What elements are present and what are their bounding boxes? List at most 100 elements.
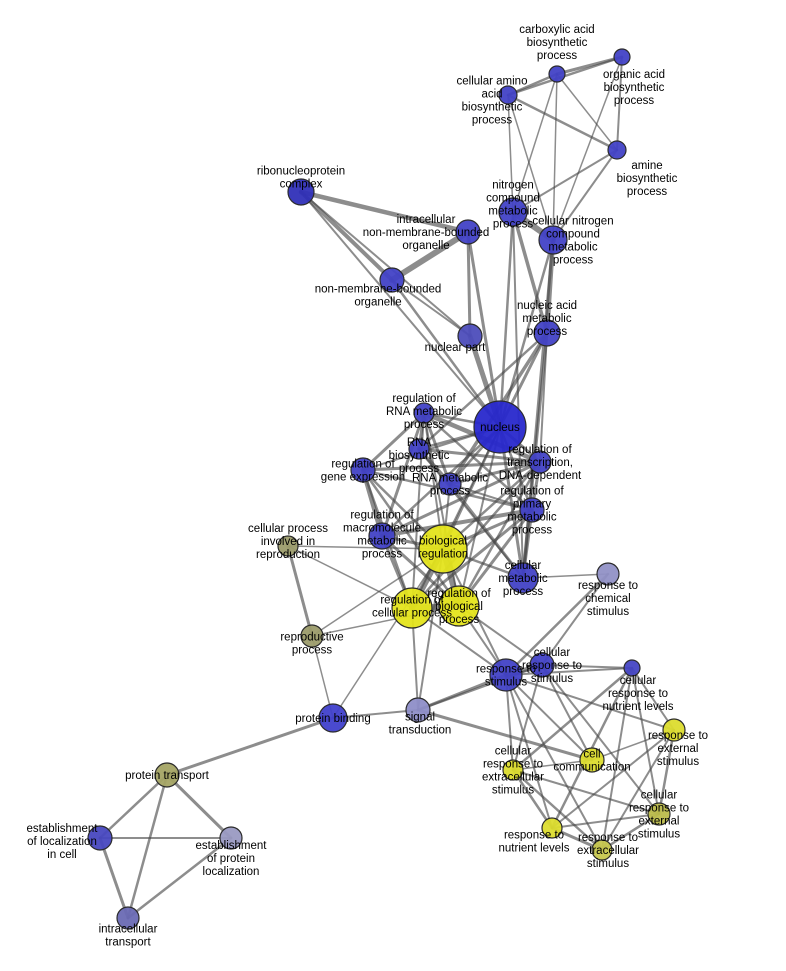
- edge-regulation_transcription--regulation_gene_expression: [361, 460, 542, 472]
- node-regulation_cellular_process[interactable]: regulation of cellular process: [391, 587, 433, 629]
- edge-organic_acid_biosynthetic--cellular_nitrogen_compound_metabolic: [552, 56, 623, 241]
- edge-cellular_response_stimulus--cell_communication: [541, 664, 593, 761]
- edge-cellular_amino_acid_biosynthetic--nitrogen_compound_metabolic: [507, 94, 514, 213]
- node-response_chemical_stimulus[interactable]: response to chemical stimulus: [596, 562, 620, 586]
- edge-cellular_amino_acid_biosynthetic--amine_biosynthetic: [506, 93, 619, 152]
- node-cellular_metabolic[interactable]: cellular metabolic process: [507, 562, 539, 594]
- node-ribonucleoprotein_complex[interactable]: ribonucleoprotein complex: [287, 178, 315, 206]
- edge-carboxylic_acid_biosynthetic--nitrogen_compound_metabolic: [512, 73, 558, 213]
- edge-cellular_amino_acid_biosynthetic--cellular_nitrogen_compound_metabolic: [507, 94, 554, 241]
- node-rna_biosynthetic[interactable]: RNA biosynthetic process: [408, 438, 430, 460]
- edge-nucleic_acid_metabolic--rna_biosynthetic: [417, 331, 549, 451]
- node-organic_acid_biosynthetic[interactable]: organic acid biosynthetic process: [613, 48, 631, 66]
- node-nuclear_part[interactable]: nuclear part: [457, 323, 483, 349]
- edge-response_stimulus--cellular_response_nutrient: [505, 667, 633, 676]
- node-response_external_stimulus[interactable]: response to external stimulus: [662, 718, 686, 742]
- node-rna_metabolic[interactable]: RNA metabolic process: [438, 472, 462, 496]
- edge-organic_acid_biosynthetic--amine_biosynthetic: [616, 56, 623, 151]
- edge-regulation_of_rna_metabolic--rna_metabolic: [422, 411, 452, 486]
- edge-intracellular_nmb_organelle--nmb_organelle: [389, 229, 471, 283]
- edge-regulation_transcription--regulation_biological_process: [457, 460, 542, 608]
- node-signal_transduction[interactable]: signal transduction: [405, 697, 431, 723]
- edge-amine_biosynthetic--cellular_nitrogen_compound_metabolic: [552, 149, 618, 241]
- edge-response_chemical_stimulus--response_stimulus: [504, 572, 610, 677]
- edge-regulation_biological_process--reproductive_process: [311, 605, 460, 637]
- node-regulation_biological_process[interactable]: regulation of biological process: [438, 585, 480, 627]
- node-protein_transport[interactable]: protein transport: [154, 762, 180, 788]
- node-cellular_nitrogen_compound_metabolic[interactable]: cellular nitrogen compound metabolic pro…: [538, 225, 568, 255]
- node-cellular_response_external[interactable]: cellular response to external stimulus: [647, 802, 671, 826]
- node-intracellular_transport[interactable]: intracellular transport: [116, 906, 140, 930]
- edge-amine_biosynthetic--nitrogen_compound_metabolic: [512, 149, 618, 213]
- edge-regulation_of_rna_metabolic--regulation_primary_metabolic: [422, 411, 534, 512]
- node-cellular_amino_acid_biosynthetic[interactable]: cellular amino acid biosynthetic process: [498, 85, 518, 105]
- node-amine_biosynthetic[interactable]: amine biosynthetic process: [607, 140, 627, 160]
- edge-regulation_cellular_process--cellular_process_reproduction: [287, 545, 413, 609]
- edge-biological_regulation--signal_transduction: [417, 548, 444, 711]
- node-cellular_response_extracellular[interactable]: cellular response to extracellular stimu…: [502, 759, 524, 781]
- edge-cellular_nitrogen_compound_metabolic--nucleus: [498, 238, 555, 429]
- node-regulation_macromolecule_metabolic[interactable]: regulation of macromolecule metabolic pr…: [368, 522, 396, 550]
- edge-cell_communication--cellular_response_extracellular: [512, 759, 593, 771]
- edge-cellular_response_nutrient--response_external_stimulus: [631, 667, 675, 731]
- edge-response_external_stimulus--cell_communication: [591, 729, 675, 761]
- node-establishment_protein_localization[interactable]: establishment of protein localization: [219, 826, 243, 850]
- edge-cellular_response_nutrient--response_extracellular: [601, 667, 633, 851]
- node-biological_regulation[interactable]: biological regulation: [418, 524, 468, 574]
- edge-response_stimulus--response_extracellular: [505, 674, 603, 851]
- edge-intracellular_nmb_organelle--nucleus: [466, 230, 502, 429]
- node-regulation_transcription[interactable]: regulation of transcription, DNA-depende…: [528, 450, 552, 474]
- node-reproductive_process[interactable]: reproductive process: [300, 624, 324, 648]
- edge-response_external_stimulus--response_extracellular: [601, 729, 675, 851]
- node-response_nutrient_levels[interactable]: response to nutrient levels: [541, 817, 563, 839]
- node-response_extracellular[interactable]: response to extracellular stimulus: [591, 839, 613, 861]
- edge-cellular_response_stimulus--cellular_response_nutrient: [541, 664, 633, 669]
- edge-regulation_of_rna_metabolic--regulation_macromolecule_metabolic: [380, 411, 426, 538]
- node-cellular_process_reproduction[interactable]: cellular process involved in reproductio…: [277, 535, 299, 557]
- edge-intracellular_nmb_organelle--nuclear_part: [466, 230, 472, 338]
- edge-response_external_stimulus--cellular_response_external: [657, 728, 676, 816]
- edge-rna_metabolic--regulation_primary_metabolic: [449, 483, 533, 511]
- edge-protein_transport--establishment_localization_in_cell: [98, 773, 169, 840]
- node-establishment_localization_in_cell[interactable]: establishment of localization in cell: [87, 825, 113, 851]
- node-nitrogen_compound_metabolic[interactable]: nitrogen compound metabolic process: [498, 197, 528, 227]
- node-nucleic_acid_metabolic[interactable]: nucleic acid metabolic process: [533, 319, 561, 347]
- edge-reproductive_process--biological_regulation: [311, 548, 444, 637]
- edge-protein_binding--biological_regulation: [332, 548, 444, 719]
- edge-nmb_organelle--nucleus: [390, 278, 502, 429]
- node-response_stimulus[interactable]: response to stimulus: [489, 658, 523, 692]
- node-cellular_response_stimulus[interactable]: cellular response to stimulus: [529, 652, 555, 678]
- edge-establishment_localization_in_cell--intracellular_transport: [98, 836, 130, 920]
- node-protein_binding[interactable]: protein binding: [318, 703, 348, 733]
- edge-cellular_process_reproduction--reproductive_process: [286, 544, 314, 638]
- edge-protein_transport--establishment_protein_localization: [165, 773, 233, 840]
- node-regulation_primary_metabolic[interactable]: regulation of primary metabolic process: [519, 497, 545, 523]
- node-regulation_gene_expression[interactable]: regulation of gene expression: [350, 457, 376, 483]
- edge-nitrogen_compound_metabolic--nucleus: [498, 210, 515, 429]
- edge-nmb_organelle--nuclear_part: [391, 279, 471, 337]
- node-carboxylic_acid_biosynthetic[interactable]: carboxylic acid biosynthetic process: [548, 65, 566, 83]
- node-cell_communication[interactable]: cell communication: [579, 747, 605, 773]
- edge-protein_transport--intracellular_transport: [126, 773, 169, 920]
- node-nmb_organelle[interactable]: non-membrane-bounded organelle: [379, 267, 405, 293]
- edge-cellular_response_stimulus--cellular_response_extracellular: [512, 664, 543, 771]
- edge-response_stimulus--cell_communication: [505, 674, 593, 761]
- node-nucleus[interactable]: nucleus: [473, 400, 527, 454]
- edge-nucleic_acid_metabolic--regulation_transcription: [539, 332, 548, 463]
- edge-protein_binding--protein_transport: [165, 716, 335, 777]
- edge-ribonucleoprotein_complex--nuclear_part: [300, 191, 471, 337]
- edge-cell_communication--signal_transduction: [416, 708, 594, 762]
- node-regulation_of_rna_metabolic[interactable]: regulation of RNA metabolic process: [413, 402, 435, 424]
- edge-ribonucleoprotein_complex--nmb_organelle: [299, 190, 394, 282]
- node-intracellular_nmb_organelle[interactable]: intracellular non-membrane-bounded organ…: [455, 219, 481, 245]
- node-cellular_response_nutrient[interactable]: cellular response to nutrient levels: [623, 659, 641, 677]
- edge-cellular_response_nutrient--cellular_response_extracellular: [511, 666, 634, 772]
- edge-regulation_of_rna_metabolic--regulation_gene_expression: [361, 411, 426, 472]
- edge-response_chemical_stimulus--cellular_response_stimulus: [541, 573, 609, 666]
